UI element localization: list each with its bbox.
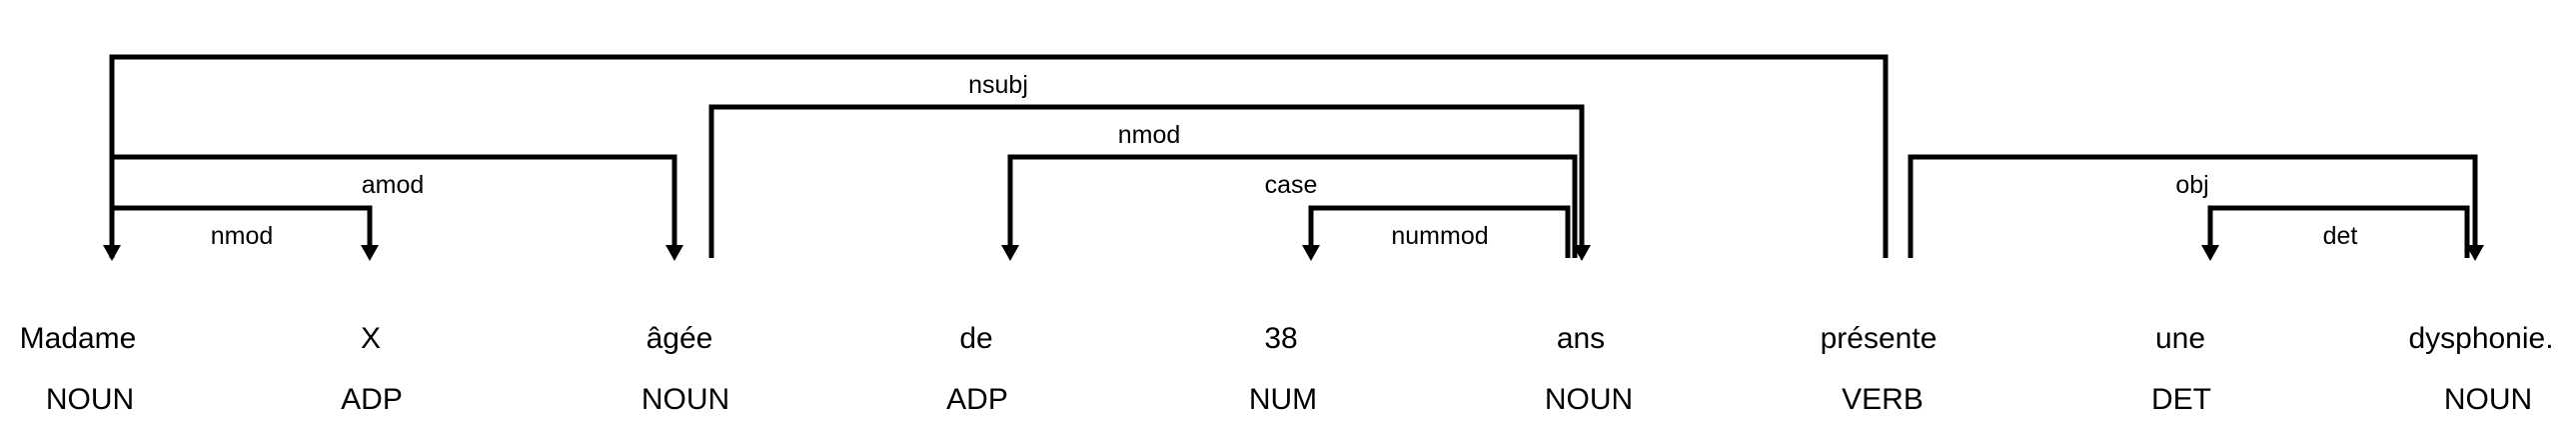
arrowhead-amod	[665, 245, 683, 261]
token-text-une: une	[2154, 322, 2206, 355]
arc-label-nmod: nmod	[211, 222, 274, 250]
token-text-dysphonie: dysphonie.	[2408, 322, 2554, 355]
arc-det	[2207, 205, 2470, 258]
arc-label-case: case	[1265, 171, 1318, 199]
arc-label-obj: obj	[2175, 171, 2208, 199]
arrowhead-obj	[2466, 245, 2484, 261]
arc-nmod	[708, 104, 1585, 258]
token-text-madame: Madame	[19, 322, 137, 355]
pos-tag-x: ADP	[341, 383, 403, 416]
pos-tag-38: NUM	[1248, 383, 1318, 416]
pos-tag-ans: NOUN	[1544, 383, 1634, 416]
token-text-38: 38	[1264, 322, 1298, 355]
arc-nsubj	[109, 54, 1889, 258]
token-text-ans: ans	[1556, 322, 1606, 355]
pos-tag-de: ADP	[946, 383, 1008, 416]
pos-tag-une: DET	[2151, 383, 2211, 416]
pos-tag-dysphonie: NOUN	[2443, 383, 2533, 416]
token-text-agee: âgée	[645, 322, 713, 355]
arrowhead-det	[2201, 245, 2219, 261]
token-text-de: de	[959, 322, 993, 355]
pos-tag-agee: NOUN	[641, 383, 730, 416]
token-text-x: X	[360, 322, 382, 355]
arrowhead-nummod	[1302, 245, 1320, 261]
arc-label-amod: amod	[362, 171, 425, 199]
arc-nmod	[109, 205, 373, 258]
arc-obj	[1908, 154, 2478, 258]
arc-label-det: det	[2323, 222, 2358, 250]
arc-case	[1007, 154, 1578, 258]
arc-nummod	[1308, 205, 1571, 258]
pos-tag-madame: NOUN	[45, 383, 135, 416]
arc-label-nummod: nummod	[1391, 222, 1488, 250]
arrowhead-nmod	[361, 245, 379, 261]
arc-label-nmod: nmod	[1118, 121, 1181, 149]
token-text-presente: présente	[1820, 322, 1937, 355]
arc-label-nsubj: nsubj	[968, 71, 1028, 99]
arrowhead-case	[1001, 245, 1019, 261]
pos-tag-presente: VERB	[1842, 383, 1924, 416]
